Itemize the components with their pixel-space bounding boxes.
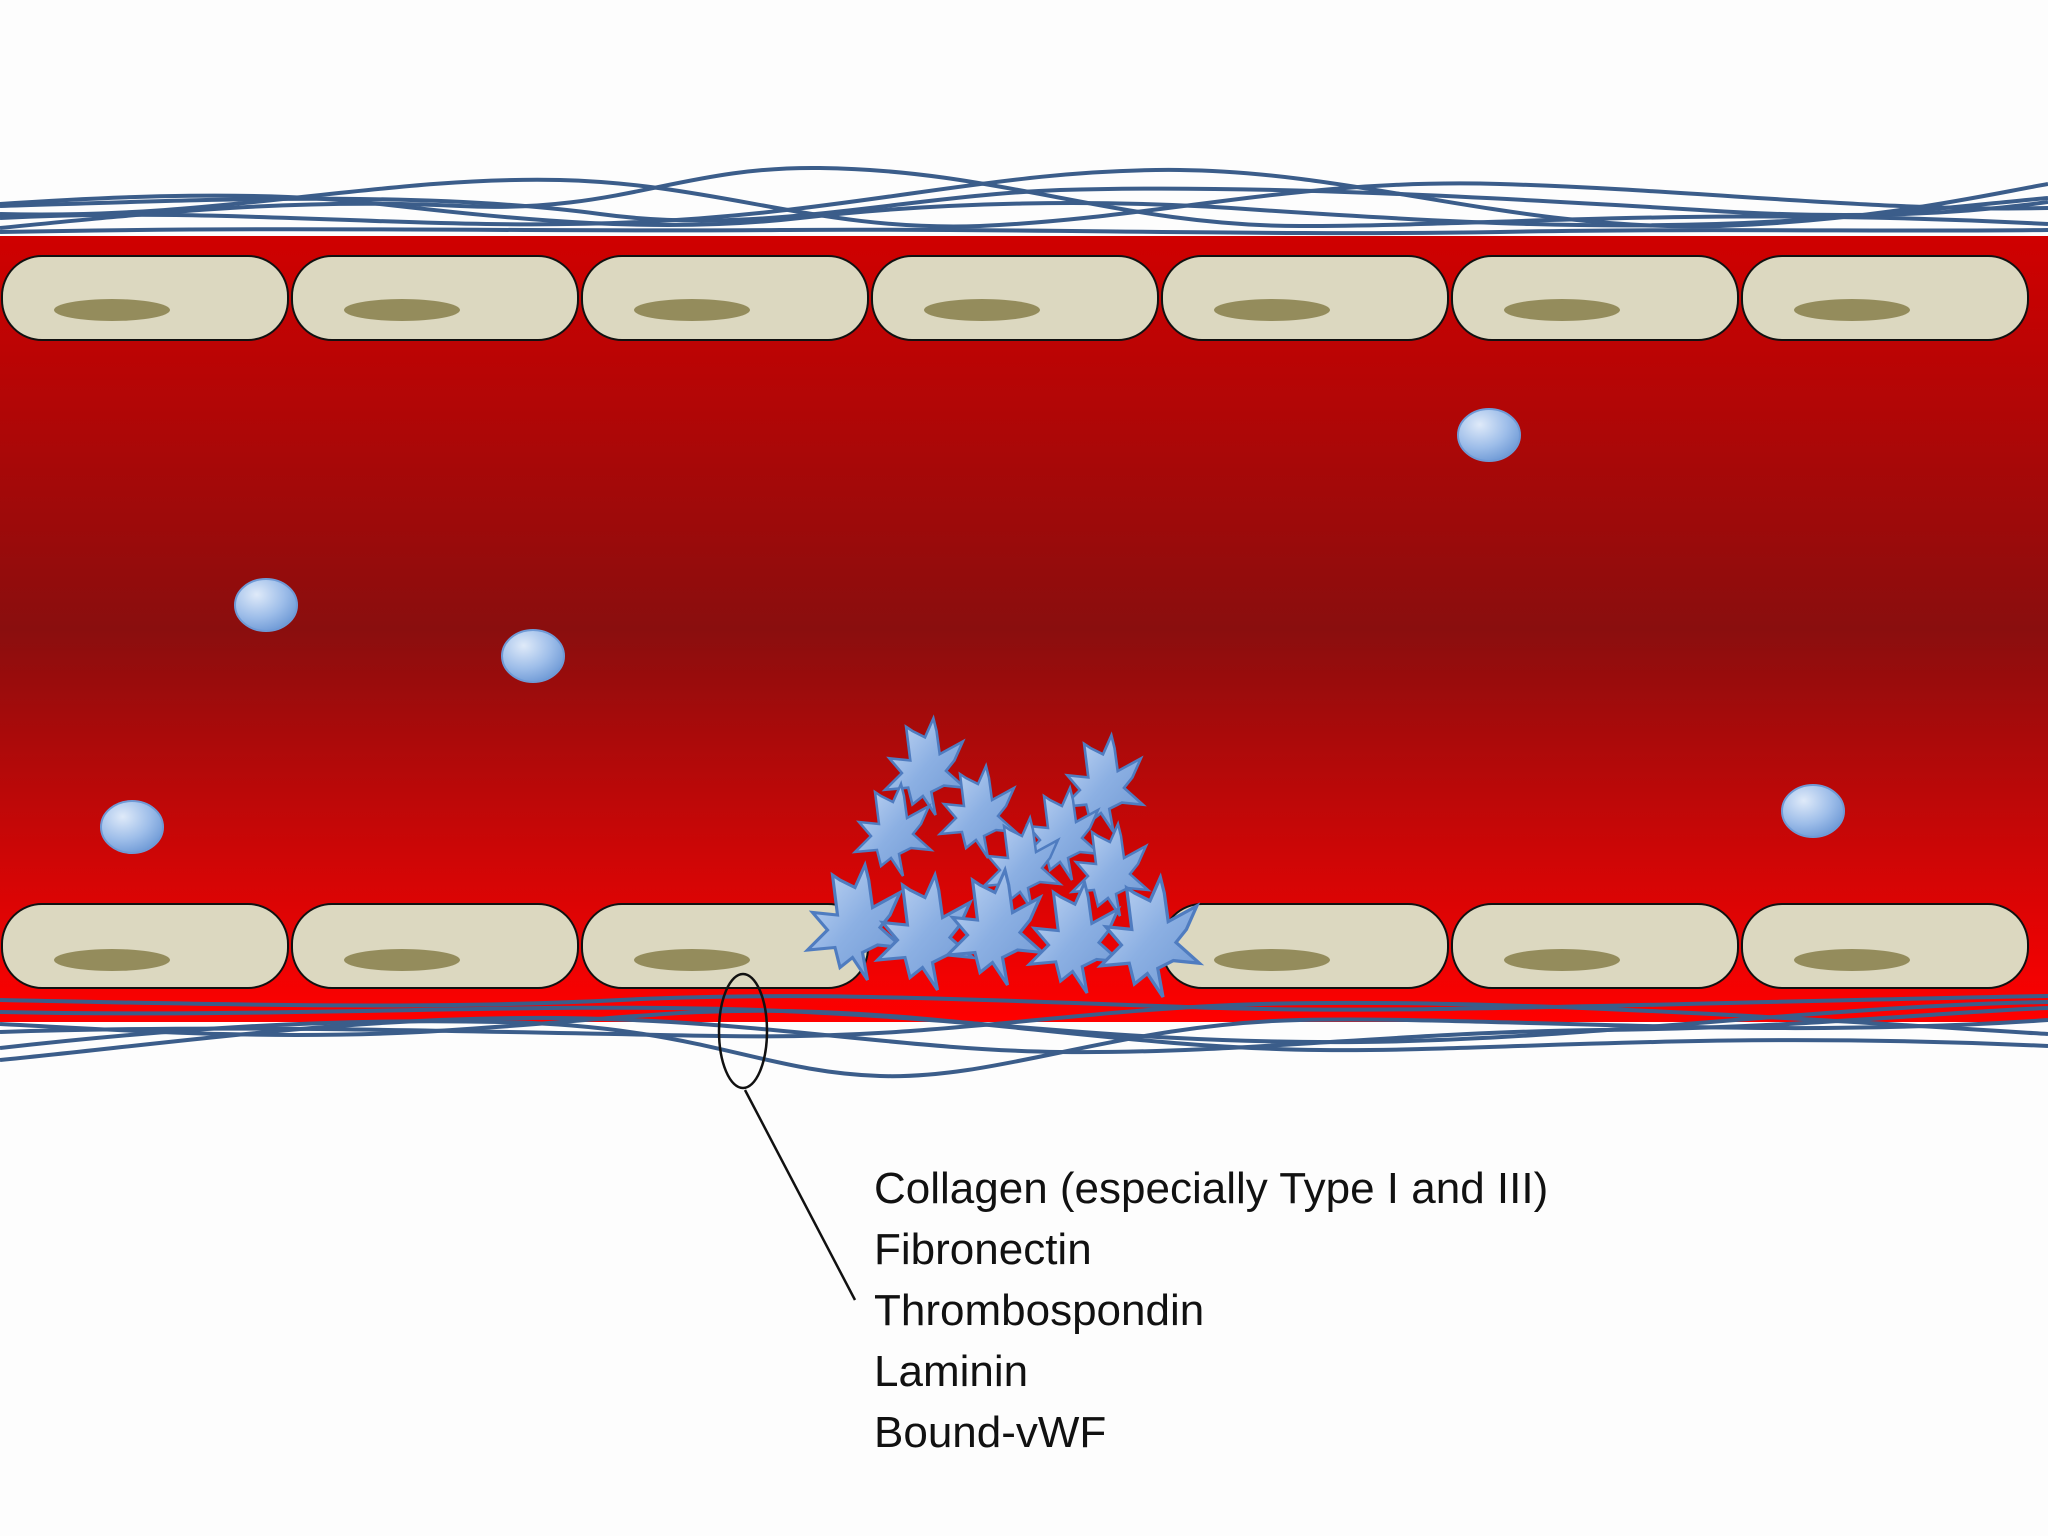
vessel-lumen bbox=[0, 236, 2048, 1022]
resting-platelet bbox=[100, 800, 164, 854]
callout-leader-line bbox=[743, 1089, 857, 1301]
bottom-endothelium bbox=[1, 903, 2029, 989]
resting-platelet bbox=[501, 629, 565, 683]
exposed-matrix-callout bbox=[717, 972, 769, 1090]
resting-platelet bbox=[1781, 784, 1845, 838]
label-laminin: Laminin bbox=[874, 1347, 1029, 1396]
label-fibronectin: Fibronectin bbox=[874, 1225, 1092, 1274]
top-endothelium bbox=[1, 255, 2029, 341]
resting-platelet bbox=[1457, 408, 1521, 462]
top-collagen-fibers bbox=[0, 165, 2048, 236]
matrix-components-list: Collagen (especially Type I and III) Fib… bbox=[874, 1158, 1548, 1463]
label-bound-vwf: Bound-vWF bbox=[874, 1408, 1107, 1457]
label-thrombospondin: Thrombospondin bbox=[874, 1286, 1205, 1335]
resting-platelet bbox=[234, 578, 298, 632]
bottom-collagen-fibers bbox=[0, 994, 2048, 1079]
resting-platelets bbox=[100, 408, 1845, 854]
label-collagen: Collagen (especially Type I and III) bbox=[874, 1164, 1549, 1213]
